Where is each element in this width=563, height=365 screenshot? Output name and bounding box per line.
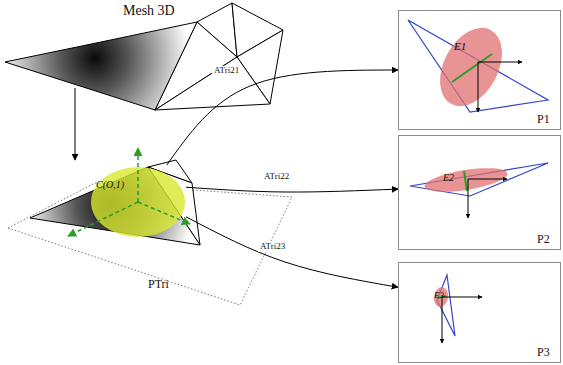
region-label: PTri <box>148 278 169 291</box>
tangent-plane-region: PTri C(O,1) <box>8 160 293 305</box>
mesh-3d <box>5 3 283 110</box>
region-label: E1 <box>454 40 466 52</box>
edge-label: ATri22 <box>262 172 291 182</box>
parameter-panel: P1 E1 <box>398 10 561 130</box>
mesh-patch <box>30 160 200 245</box>
axis-arrow <box>442 297 443 343</box>
projected-triangle <box>408 20 548 336</box>
axis-arrow <box>468 179 469 218</box>
panel-label: P2 <box>537 233 550 246</box>
minor-axis <box>452 54 492 82</box>
parameter-panel: P2 E2 <box>398 135 561 250</box>
ellipse-region: E2 <box>423 165 509 195</box>
axis-arrow <box>478 62 479 112</box>
ellipse <box>423 164 509 197</box>
tangent-axis <box>138 202 190 224</box>
region-label: E2 <box>443 172 454 183</box>
axis-arrow <box>478 62 522 63</box>
node-shape <box>90 165 186 239</box>
axis-arrow <box>442 297 482 298</box>
connector-arrow <box>186 187 398 192</box>
connector-arrow <box>186 217 398 287</box>
mesh-heading: Mesh 3D <box>5 0 290 88</box>
region-label: E3 <box>434 291 444 301</box>
tangent-axis <box>68 202 138 236</box>
ellipse-region: E3 <box>428 284 454 310</box>
edge-label: ATri21 <box>212 66 241 76</box>
node-shape <box>423 165 509 195</box>
panel-label: P1 <box>537 113 550 126</box>
node-shape <box>436 22 506 112</box>
geodesic-disc: C(O,1) <box>90 165 186 239</box>
minor-axis <box>464 171 467 191</box>
panel-label: P3 <box>537 346 550 359</box>
parameter-panel: P3 E3 <box>398 262 561 363</box>
ellipse <box>427 17 514 117</box>
heading: Mesh 3D <box>123 3 175 18</box>
connector-arrow <box>75 88 76 160</box>
connector-arrow <box>167 70 398 165</box>
region-label: C(O,1) <box>96 179 124 190</box>
tangent-axis <box>137 148 139 202</box>
edge-label: ATri23 <box>258 242 287 252</box>
ellipse-region: E1 <box>436 22 506 112</box>
axis-arrow <box>468 179 507 180</box>
